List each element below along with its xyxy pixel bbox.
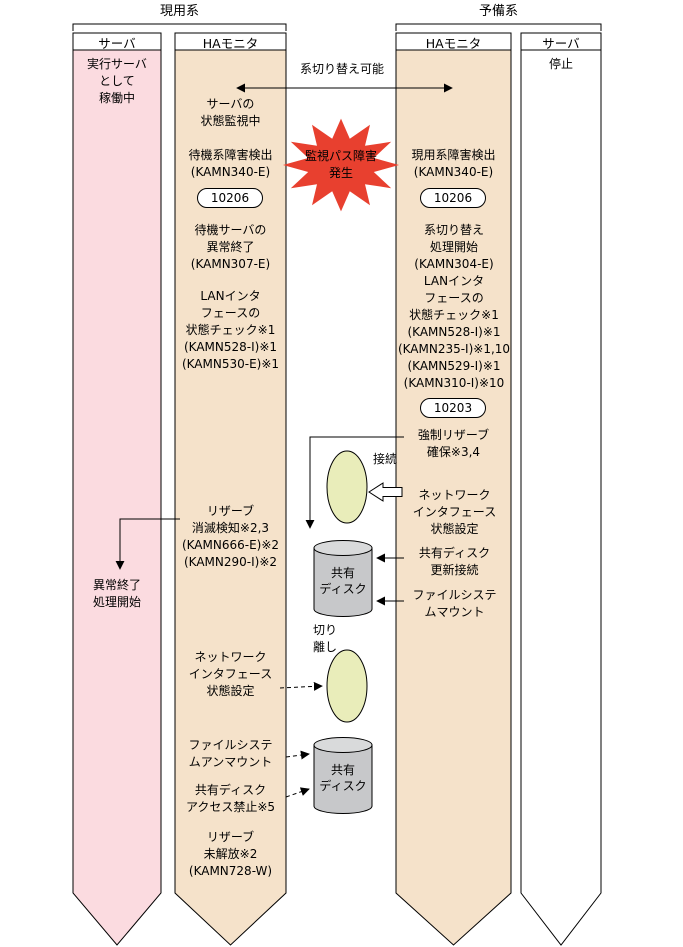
force-reserve-arrow (305, 436, 404, 529)
label-standby-failure: 待機系障害検出 (KAMN340-E) (188, 148, 273, 179)
nw-setting-dashed-arrow (279, 681, 323, 691)
label-switch-possible: 系切り替え可能 (299, 62, 384, 76)
fs-unmount-dashed-arrow (285, 750, 310, 760)
label-connect: 接続 (372, 452, 397, 466)
label-monitoring: サーバの 状態監視中 (200, 97, 261, 128)
label-standby-abend: 待機サーバの 異常終了 (KAMN307-E) (190, 223, 271, 271)
label-standby-group: 予備系 (478, 4, 518, 19)
failure-starburst (283, 118, 399, 212)
code-badge-10206-left: 10206 (197, 188, 263, 208)
abort-arrow (115, 518, 180, 570)
label-shared-disk-1: 共有 ディスク (319, 566, 367, 596)
label-shared-disk-2: 共有 ディスク (319, 763, 367, 793)
shared-disk-cylinder-2 (313, 737, 373, 814)
label-active-group: 現用系 (159, 4, 199, 19)
code-badge-10203: 10203 (420, 398, 486, 418)
label-switch-start: 系切り替え 処理開始 (KAMN304-E) LANインタ フェースの 状態チェ… (397, 223, 511, 390)
label-disk-access-forbid: 共有ディスク アクセス禁止※5 (185, 783, 276, 814)
lane-title-left-ha: HAモニタ (202, 36, 259, 51)
label-active-failure: 現用系障害検出 (KAMN340-E) (411, 148, 496, 179)
label-detach: 切り 離し (312, 623, 337, 654)
network-interface-ellipse-connect (326, 450, 368, 524)
label-nw-if-setting-right: ネットワーク インタフェース 状態設定 (412, 488, 497, 536)
active-group-bracket (72, 23, 287, 31)
lane-left-ha-monitor (174, 32, 287, 946)
lane-title-left-server: サーバ (98, 36, 136, 51)
label-fs-unmount: ファイルシステ ムアンマウント (188, 738, 273, 769)
network-interface-ellipse-detach (326, 649, 368, 723)
label-disk-update-connect: 共有ディスク 更新接続 (418, 546, 491, 577)
disk-forbid-dashed-arrow (285, 787, 310, 798)
lane-left-server (72, 32, 162, 946)
lane-title-right-server: サーバ (542, 36, 580, 51)
lane-title-right-ha: HAモニタ (425, 36, 482, 51)
lane-right-server (520, 32, 602, 946)
label-running-server: 実行サーバ として 稼働中 (87, 57, 147, 105)
label-monitor-path-failure: 監視パス障害 発生 (304, 149, 377, 180)
code-badge-10206-right: 10206 (420, 188, 486, 208)
label-reserve-lost: リザーブ 消滅検知※2,3 (KAMN666-E)※2 (KAMN290-I)※… (181, 504, 280, 569)
label-abort-start: 異常終了 処理開始 (92, 578, 141, 609)
label-server-stopped: 停止 (548, 57, 573, 71)
label-nw-if-setting-left: ネットワーク インタフェース 状態設定 (188, 650, 273, 698)
label-reserve-unreleased: リザーブ 未解放※2 (KAMN728-W) (188, 830, 273, 878)
label-force-reserve: 強制リザーブ 確保※3,4 (417, 428, 490, 459)
label-lan-check-left: LANインタ フェースの 状態チェック※1 (KAMN528-I)※1 (KAM… (181, 289, 280, 371)
label-fs-mount: ファイルシステ ムマウント (412, 588, 497, 619)
nw-setting-open-arrow (368, 482, 403, 502)
standby-group-bracket (395, 23, 602, 31)
lane-right-ha-monitor (395, 32, 512, 946)
shared-disk-cylinder-1 (313, 540, 373, 617)
